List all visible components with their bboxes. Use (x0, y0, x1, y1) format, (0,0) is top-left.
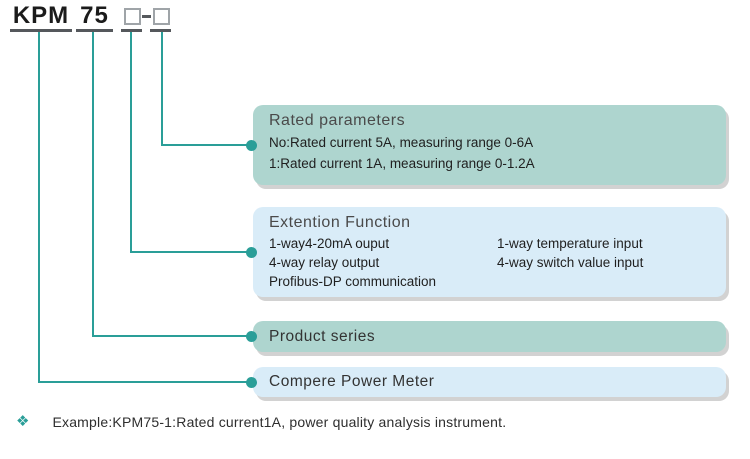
example-text: Example:KPM75-1:Rated current1A, power q… (52, 414, 507, 430)
extension-item: 1-way temperature input (497, 236, 643, 251)
connector-series-dot (246, 377, 257, 388)
connector-series-horizontal (38, 381, 251, 383)
option-placeholder-box-2 (153, 8, 170, 25)
extension-item: 4-way relay output (269, 255, 380, 270)
placeholder-1-underline (121, 29, 142, 32)
product-series-title: Product series (269, 327, 376, 345)
series-underline (10, 29, 72, 32)
placeholder-2-underline (150, 29, 171, 32)
rated-parameters-box: Rated parameters No:Rated current 5A, me… (253, 105, 726, 185)
model-code-number: 75 (80, 2, 109, 29)
extension-left-column: 1-way4-20mA ouput 4-way relay output Pro… (269, 234, 497, 291)
power-meter-title: Compere Power Meter (269, 373, 435, 390)
connector-number-dot (246, 331, 257, 342)
option-placeholder-box-1 (124, 8, 141, 25)
extension-function-title: Extention Function (269, 214, 411, 231)
model-code-series: KPM (12, 2, 70, 29)
extension-right-column: 1-way temperature input 4-way switch val… (497, 234, 643, 291)
number-underline (76, 29, 113, 32)
connector-extension-horizontal (130, 251, 251, 253)
diamond-bullet-icon: ❖ (16, 413, 30, 430)
extension-item: 1-way4-20mA ouput (269, 236, 390, 251)
connector-extension-vertical (130, 32, 132, 253)
example-row: ❖ Example:KPM75-1:Rated current1A, power… (16, 413, 507, 431)
product-series-box: Product series (253, 321, 726, 352)
connector-number-vertical (92, 32, 94, 337)
connector-number-horizontal (92, 335, 251, 337)
extension-item: Profibus-DP communication (269, 274, 437, 289)
power-meter-box: Compere Power Meter (253, 367, 726, 397)
connector-rated-horizontal (161, 144, 251, 146)
connector-extension-dot (246, 247, 257, 258)
code-dash (142, 15, 151, 18)
extension-function-columns: 1-way4-20mA ouput 4-way relay output Pro… (269, 234, 710, 291)
rated-parameters-line: 1:Rated current 1A, measuring range 0-1.… (269, 156, 535, 171)
connector-rated-dot (246, 140, 257, 151)
rated-parameters-title: Rated parameters (269, 112, 406, 129)
extension-function-box: Extention Function 1-way4-20mA ouput 4-w… (253, 207, 726, 297)
extension-item: 4-way switch value input (497, 255, 644, 270)
connector-rated-vertical (161, 32, 163, 146)
connector-series-vertical (38, 32, 40, 383)
rated-parameters-line: No:Rated current 5A, measuring range 0-6… (269, 135, 534, 150)
